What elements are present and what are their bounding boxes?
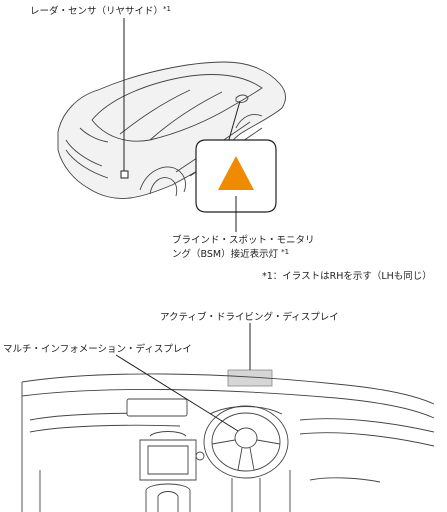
radar-sensor-label: レーダ・センサ（リヤサイド）*1 — [30, 5, 171, 17]
radar-sensor-icon — [120, 170, 129, 179]
mid-leader — [115, 354, 239, 432]
footnote: *1：イラストはRHを示す（LHも同じ） — [262, 270, 432, 282]
multi-information-display-label: マルチ・インフォメーション・ディスプレイ — [3, 343, 192, 355]
bsm-label-line2: ング（BSM）接近表示灯*1 — [172, 248, 289, 260]
active-driving-display-label: アクティブ・ドライビング・ディスプレイ — [160, 311, 339, 323]
bsm-indicator-icon — [218, 156, 254, 190]
bsm-label-line1: ブラインド・スポット・モニタリ — [172, 234, 315, 246]
dashboard-illustration — [21, 369, 435, 512]
bsm-callout — [195, 139, 277, 213]
multi-information-display-icon — [126, 398, 188, 417]
